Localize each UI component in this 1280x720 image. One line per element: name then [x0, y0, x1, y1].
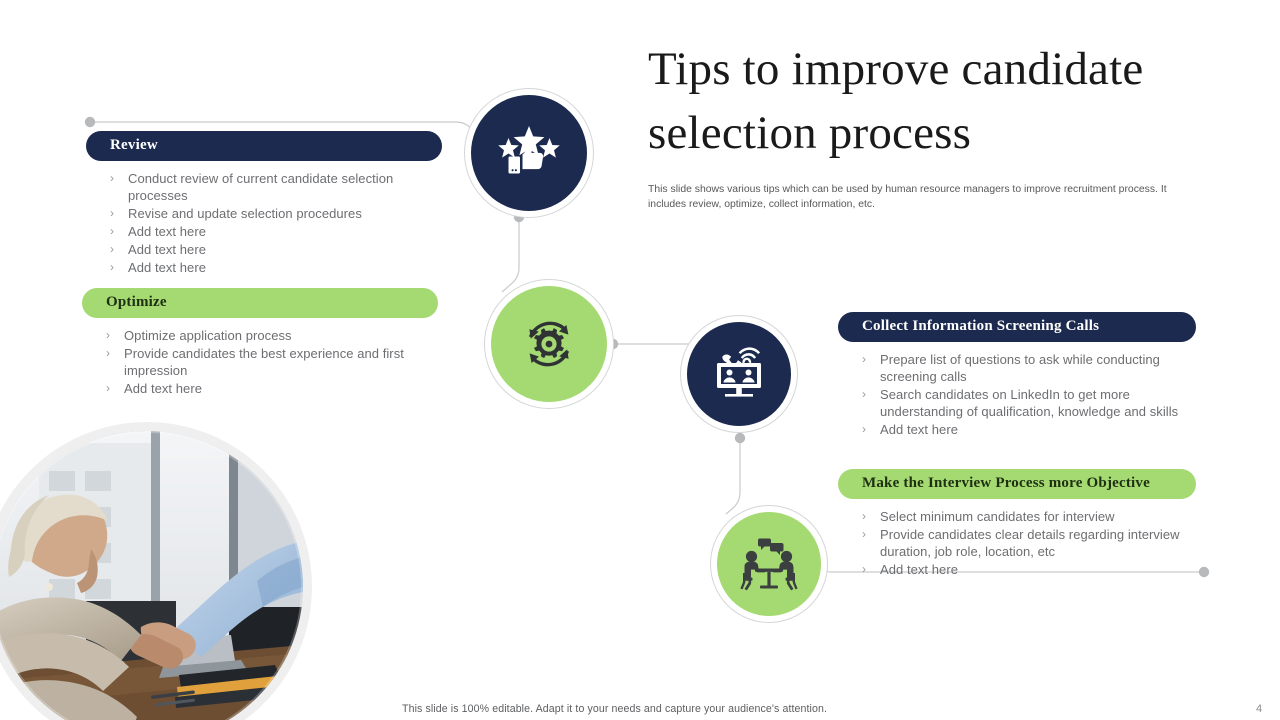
icon-node-collect-information — [680, 315, 798, 433]
list-item-label: Select minimum candidates for interview — [880, 509, 1115, 524]
list-item-label: Search candidates on LinkedIn to get mor… — [880, 387, 1179, 419]
page-title: Tips to improve candidate selection proc… — [648, 38, 1218, 166]
chevron-right-icon: › — [862, 527, 866, 541]
node-disc — [491, 286, 607, 402]
list-item: › Add text here — [110, 223, 442, 240]
bullet-list-collect-information: › Prepare list of questions to ask while… — [838, 351, 1196, 438]
connector-dot-3 — [734, 432, 746, 444]
node-disc — [717, 512, 821, 616]
list-item-label: Add text here — [124, 381, 202, 396]
chevron-right-icon: › — [862, 562, 866, 576]
thumbs-up-stars-icon — [498, 126, 560, 174]
video-call-icon — [717, 347, 761, 397]
list-item: › Prepare list of questions to ask while… — [862, 351, 1196, 385]
bullet-list-review: › Conduct review of current candidate se… — [86, 170, 442, 276]
interview-meeting-icon — [740, 538, 798, 591]
list-item-label: Add text here — [880, 422, 958, 437]
handshake-in-office-interview-photo — [0, 431, 303, 720]
content-block-interview-objective: Make the Interview Process more Objectiv… — [838, 469, 1196, 579]
list-item: › Provide candidates the best experience… — [106, 345, 438, 379]
connector-dot-end — [1198, 566, 1210, 578]
list-item: › Add text here — [106, 380, 438, 397]
list-item-label: Revise and update selection procedures — [128, 206, 362, 221]
list-item-label: Add text here — [128, 260, 206, 275]
content-block-review: Review › Conduct review of current candi… — [86, 131, 442, 277]
list-item: › Add text here — [862, 421, 1196, 438]
content-block-collect-information: Collect Information Screening Calls › Pr… — [838, 312, 1196, 439]
chevron-right-icon: › — [110, 206, 114, 220]
chevron-right-icon: › — [106, 346, 110, 360]
icon-node-optimize — [484, 279, 614, 409]
list-item-label: Add text here — [880, 562, 958, 577]
list-item-label: Optimize application process — [124, 328, 292, 343]
block-title-collect-information: Collect Information Screening Calls — [838, 312, 1196, 342]
chevron-right-icon: › — [110, 224, 114, 238]
list-item: › Revise and update selection procedures — [110, 205, 442, 222]
content-block-optimize: Optimize › Optimize application process … — [82, 288, 438, 398]
chevron-right-icon: › — [862, 422, 866, 436]
photo-frame — [0, 422, 312, 720]
footer-note: This slide is 100% editable. Adapt it to… — [402, 703, 828, 715]
list-item-label: Prepare list of questions to ask while c… — [880, 352, 1160, 384]
list-item-label: Provide candidates clear details regardi… — [880, 527, 1180, 559]
list-item: › Add text here — [862, 561, 1196, 578]
page-number: 4 — [1256, 703, 1263, 715]
chevron-right-icon: › — [106, 328, 110, 342]
bullet-list-interview-objective: › Select minimum candidates for intervie… — [838, 508, 1196, 578]
title-line-2: selection process — [648, 106, 972, 159]
chevron-right-icon: › — [106, 381, 110, 395]
chevron-right-icon: › — [110, 260, 114, 274]
block-title-optimize: Optimize — [82, 288, 438, 318]
connector-dot-start — [84, 116, 96, 128]
avatar — [0, 431, 303, 720]
node-disc — [687, 322, 791, 426]
list-item-label: Add text here — [128, 224, 206, 239]
list-item-label: Add text here — [128, 242, 206, 257]
chevron-right-icon: › — [862, 352, 866, 366]
list-item: › Conduct review of current candidate se… — [110, 170, 442, 204]
chevron-right-icon: › — [862, 387, 866, 401]
list-item: › Add text here — [110, 241, 442, 258]
list-item: › Optimize application process — [106, 327, 438, 344]
list-item: › Add text here — [110, 259, 442, 276]
title-line-1: Tips to improve candidate — [648, 43, 1144, 95]
chevron-right-icon: › — [110, 242, 114, 256]
icon-node-interview-objective — [710, 505, 828, 623]
chevron-right-icon: › — [110, 171, 114, 185]
list-item: › Provide candidates clear details regar… — [862, 526, 1196, 560]
list-item: › Search candidates on LinkedIn to get m… — [862, 386, 1196, 420]
icon-node-review — [464, 88, 594, 218]
block-title-review: Review — [86, 131, 442, 161]
gear-refresh-icon — [528, 321, 570, 367]
list-item-label: Provide candidates the best experience a… — [124, 346, 404, 378]
bullet-list-optimize: › Optimize application process › Provide… — [82, 327, 438, 397]
node-disc — [471, 95, 587, 211]
chevron-right-icon: › — [862, 509, 866, 523]
list-item-label: Conduct review of current candidate sele… — [128, 171, 394, 203]
slide-subtitle: This slide shows various tips which can … — [648, 184, 1167, 210]
block-title-interview-objective: Make the Interview Process more Objectiv… — [838, 469, 1196, 499]
list-item: › Select minimum candidates for intervie… — [862, 508, 1196, 525]
